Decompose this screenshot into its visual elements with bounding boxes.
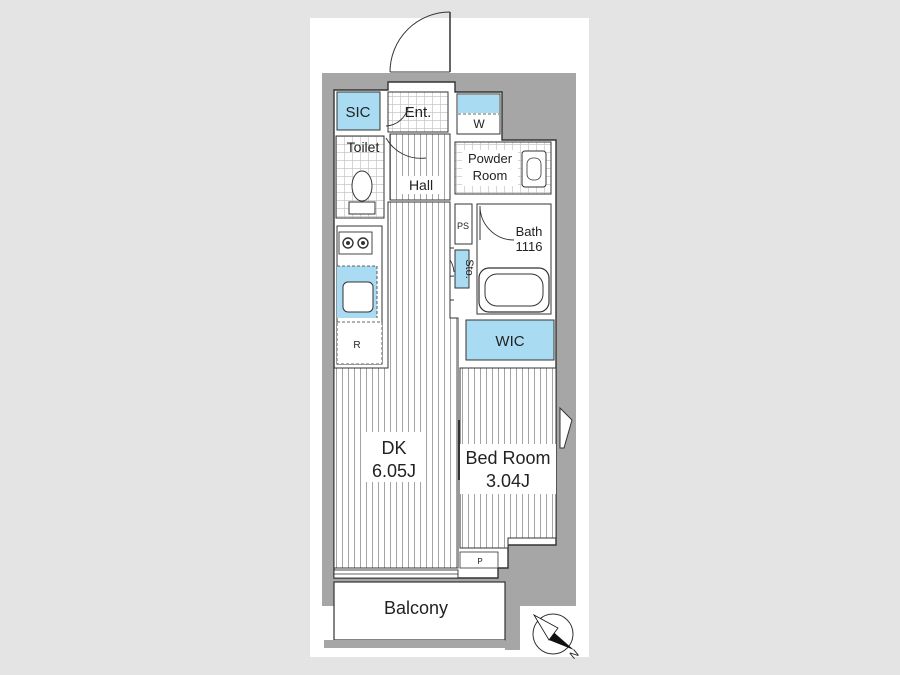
sic-door-swing	[385, 107, 409, 127]
wic-label: WIC	[495, 333, 524, 350]
sic-closet	[336, 91, 381, 131]
toilet-tank	[348, 201, 376, 215]
bath-size-label: 1116	[516, 239, 543, 254]
kitchen-sink	[342, 281, 374, 313]
bedroom-label: Bed Room	[465, 448, 550, 468]
balcony-rail	[324, 640, 505, 648]
dk-size-label: 6.05J	[372, 461, 416, 481]
refrigerator-space	[336, 321, 383, 365]
bath-door-swing	[479, 205, 515, 241]
hall-label: Hall	[409, 177, 433, 193]
outer-wall-bottom-right	[505, 590, 576, 650]
entrance-label: Ent.	[405, 104, 432, 121]
dk-label: DK	[381, 438, 406, 458]
toilet-label: Toilet	[347, 139, 380, 155]
burner-left	[342, 237, 354, 249]
storage	[454, 249, 470, 289]
powder-room-label-1: Powder	[468, 151, 513, 166]
ps-label: PS	[457, 221, 469, 231]
toilet-bowl	[351, 170, 373, 202]
pipe-label: P	[477, 557, 482, 566]
pipe-space	[459, 551, 499, 569]
entrance-door-swing	[389, 11, 451, 73]
powder-room-label-2: Room	[473, 168, 508, 183]
washer-shelf	[458, 95, 499, 113]
bedroom-window	[559, 406, 573, 449]
pipe-shaft	[454, 203, 473, 245]
toilet-door-swing	[385, 137, 427, 159]
bedroom-size-label: 3.04J	[486, 471, 530, 491]
walk-in-closet	[465, 319, 555, 361]
storage-label: Sto.	[463, 259, 475, 279]
balcony	[333, 581, 506, 641]
bath-label: Bath	[516, 224, 543, 239]
sic-label: SIC	[345, 104, 370, 121]
stove	[338, 231, 373, 255]
entrance	[387, 91, 449, 133]
refrigerator-label: R	[353, 340, 360, 351]
burner-right	[357, 237, 369, 249]
bathtub-basin	[484, 273, 544, 307]
balcony-label: Balcony	[384, 598, 448, 618]
washer-label: W	[473, 117, 485, 131]
compass-north-arrow-icon	[532, 613, 574, 655]
